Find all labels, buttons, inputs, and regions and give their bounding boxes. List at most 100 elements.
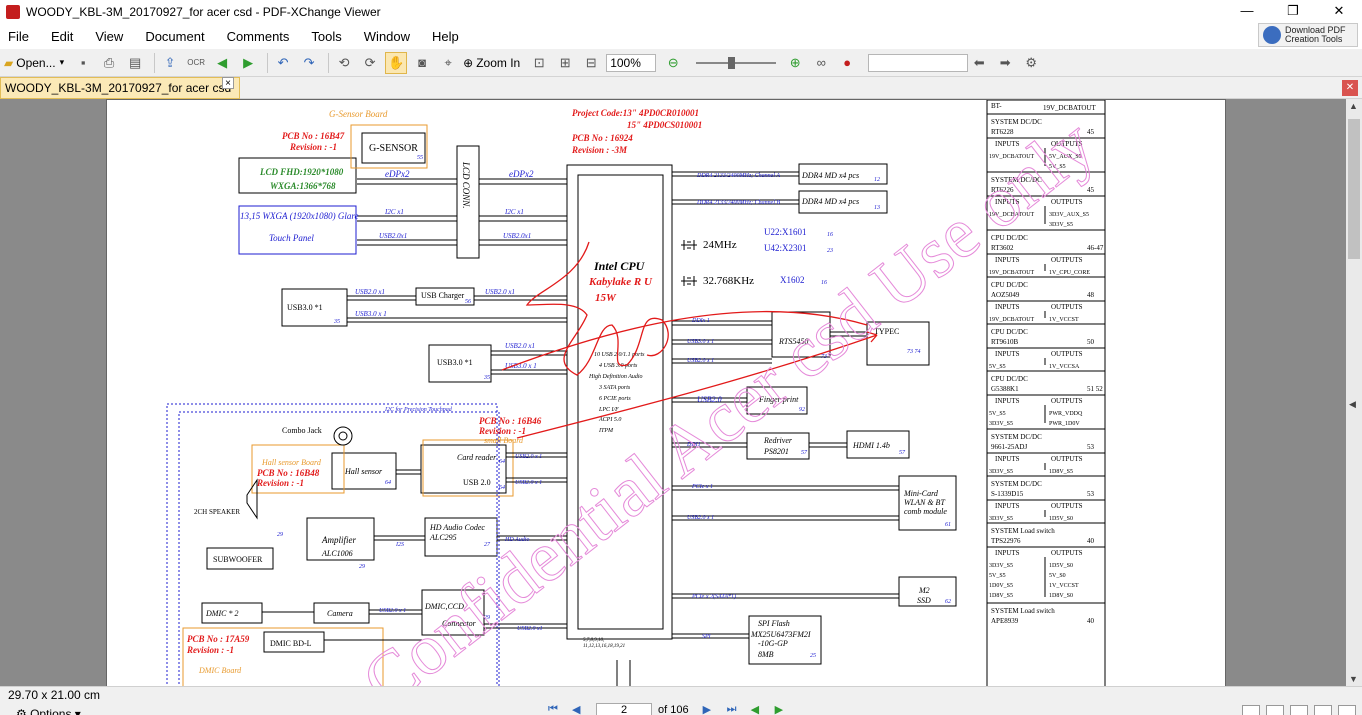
svg-text:Combo Jack: Combo Jack (282, 426, 322, 435)
svg-text:23: 23 (827, 248, 833, 254)
zoom-slider-knob[interactable] (728, 56, 736, 69)
snapshot-icon[interactable]: ◙ (418, 55, 427, 70)
power-table-frame (986, 100, 1106, 686)
zoom-field[interactable]: 100% (606, 53, 657, 72)
fit-width-icon[interactable]: ⊟ (585, 54, 597, 70)
zoom-slider[interactable] (696, 56, 777, 69)
svg-text:29: 29 (484, 615, 490, 621)
maximize-button[interactable]: ❐ (1287, 3, 1299, 18)
download-pdf-button[interactable]: Download PDF Creation Tools (1258, 23, 1358, 47)
svg-text:USB2.0 x1: USB2.0 x1 (355, 288, 385, 296)
open-button[interactable]: ▰Open...▾ (4, 56, 64, 70)
continuous-icon[interactable] (1266, 705, 1284, 715)
svg-text:DMIC BD-L: DMIC BD-L (270, 639, 312, 648)
rotate-left-icon[interactable]: ⟲ (338, 54, 350, 70)
power-block-page: 50 (1087, 338, 1095, 346)
options-button[interactable]: ⚙ Options ▾ (16, 707, 81, 715)
project-code: Project Code:13" 4PD0CR010001 (572, 108, 699, 118)
svg-text:DDR4 2133/2400MHz; Channel A: DDR4 2133/2400MHz; Channel A (696, 172, 780, 179)
folder-icon: ▰ (4, 55, 14, 70)
back-icon[interactable]: ◀ (217, 54, 228, 70)
svg-text:SSD: SSD (917, 596, 931, 605)
power-bt: BT- (991, 102, 1002, 110)
single-page-icon[interactable] (1242, 705, 1260, 715)
cpu-features: 10 USB 2.0/1.1 ports 4 USB 3.0 ports Hig… (588, 352, 645, 434)
facing-continuous-icon[interactable] (1314, 705, 1332, 715)
menu-edit[interactable]: Edit (50, 28, 74, 44)
zoom-plus-icon[interactable]: ⊕ (789, 54, 801, 70)
close-button[interactable]: ✕ (1333, 3, 1345, 18)
next-page-icon[interactable]: ▶ (702, 704, 712, 715)
document-tab[interactable]: WOODY_KBL-3M_20170927_for acer csd (0, 77, 240, 99)
tab-close-icon[interactable]: × (222, 77, 234, 89)
fit-page-icon[interactable]: ⊞ (559, 54, 571, 70)
undo-icon[interactable]: ↶ (277, 54, 289, 70)
svg-text:U22:X1601: U22:X1601 (764, 227, 807, 237)
block-diagram: G-Sensor Board PCB No : 16B47 Revision :… (166, 100, 1110, 686)
save-icon[interactable]: ▪ (80, 55, 86, 70)
svg-text:73: 73 (821, 354, 827, 360)
zoom-out-icon[interactable]: ⊖ (667, 54, 679, 70)
close-panel-icon[interactable] (1338, 705, 1356, 715)
svg-text:USB3.0 x 1: USB3.0 x 1 (687, 339, 714, 345)
select-icon[interactable]: ⌖ (444, 54, 452, 70)
total-pages: of 106 (658, 704, 689, 715)
search-next-icon[interactable]: ➡ (999, 54, 1011, 70)
print-icon[interactable]: ⎙ (103, 54, 115, 70)
menu-help[interactable]: Help (432, 28, 459, 44)
minimize-button[interactable]: — (1240, 3, 1254, 18)
menu-file[interactable]: File (8, 28, 29, 44)
hand-tool-icon[interactable]: ✋ (385, 51, 408, 74)
scan-icon[interactable]: ▤ (128, 54, 142, 70)
ocr-icon[interactable]: OCR (187, 58, 206, 67)
svg-text:USB3.0 *1: USB3.0 *1 (437, 358, 473, 367)
svg-text:Revision : -3M: Revision : -3M (571, 145, 628, 155)
first-page-icon[interactable]: ⏮ (548, 703, 558, 715)
dmic2-block (201, 602, 263, 624)
svg-text:WLAN & BT: WLAN & BT (904, 498, 945, 507)
scroll-up-icon[interactable]: ▲ (1349, 101, 1358, 111)
prev-page-icon[interactable]: ◀ (572, 704, 581, 715)
menu-tools[interactable]: Tools (311, 28, 342, 44)
menu-view[interactable]: View (95, 28, 124, 44)
search-input[interactable] (868, 53, 969, 72)
power-inputs-label: INPUTS (995, 397, 1020, 405)
magnifier-icon: ⊕ (463, 55, 474, 70)
scrollbar-thumb[interactable] (1348, 119, 1360, 259)
rotate-right-icon[interactable]: ⟳ (364, 54, 376, 70)
power-output: 1V_VCCST (1049, 317, 1079, 323)
find-icon[interactable]: ∞ (816, 55, 826, 70)
last-page-icon[interactable]: ⏭ (726, 703, 737, 715)
chevron-down-icon: ▾ (59, 57, 65, 67)
svg-text:57: 57 (801, 450, 808, 456)
open-label: Open... (16, 55, 56, 70)
scroll-down-icon[interactable]: ▼ (1349, 674, 1358, 684)
menu-comments[interactable]: Comments (226, 28, 290, 44)
send-icon[interactable]: ⇪ (164, 54, 176, 70)
menu-document[interactable]: Document (145, 28, 205, 44)
power-block-title: CPU DC/DC (991, 375, 1028, 383)
zoom-in-button[interactable]: ⊕Zoom In (463, 56, 520, 70)
scroll-side-icon[interactable]: ◀ (1349, 399, 1356, 409)
view-mode-buttons (1236, 705, 1356, 715)
current-page-input[interactable]: 2 (596, 703, 652, 715)
svg-text:12: 12 (874, 177, 880, 183)
actual-size-icon[interactable]: ⊡ (533, 54, 545, 70)
svg-text:Touch Panel: Touch Panel (269, 233, 314, 243)
power-block-part: RT9610B (991, 338, 1019, 346)
pdf-page: G-Sensor Board PCB No : 16B47 Revision :… (106, 99, 1226, 686)
settings-icon[interactable]: ⚙ (1025, 54, 1038, 70)
document-viewport[interactable]: G-Sensor Board PCB No : 16B47 Revision :… (0, 99, 1346, 686)
vertical-scrollbar[interactable]: ▲ ◀ ▼ (1346, 99, 1362, 686)
forward-icon[interactable]: ▶ (243, 54, 254, 70)
forward-view-icon[interactable]: ▶ (774, 704, 784, 715)
search-prev-icon[interactable]: ⬅ (973, 54, 985, 70)
svg-text:USB2.0x1: USB2.0x1 (379, 232, 407, 240)
redo-icon[interactable]: ↷ (303, 54, 315, 70)
facing-icon[interactable] (1290, 705, 1308, 715)
menu-window[interactable]: Window (363, 28, 411, 44)
svg-text:DDIx 1: DDIx 1 (691, 318, 710, 324)
ask-icon[interactable]: ● (843, 55, 852, 70)
back-view-icon[interactable]: ◀ (750, 704, 760, 715)
close-document-icon[interactable]: ✕ (1342, 80, 1358, 96)
